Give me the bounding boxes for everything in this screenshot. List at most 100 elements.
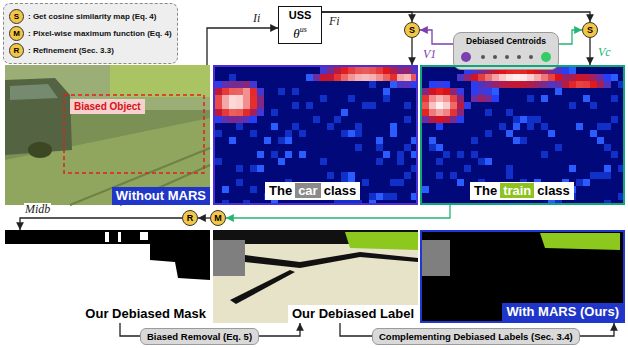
- heatmap-cell: [611, 102, 618, 109]
- connector: [20, 218, 182, 230]
- heatmap-cell: [583, 151, 590, 158]
- heatmap-cell: [492, 102, 499, 109]
- heatmap-cell: [411, 200, 416, 203]
- heatmap-cell: [457, 137, 464, 144]
- heatmap-cell: [320, 102, 327, 109]
- heatmap-cell: [383, 186, 390, 193]
- heatmap-cell: [243, 137, 250, 144]
- heatmap-cell: [285, 109, 292, 116]
- heatmap-cell: [562, 109, 569, 116]
- heatmap-cell: [299, 158, 306, 165]
- heatmap-cell: [236, 123, 243, 130]
- heatmap-cell: [397, 67, 404, 74]
- heatmap-cell: [278, 81, 285, 88]
- node-text: class: [537, 183, 570, 198]
- heatmap-cell: [250, 130, 257, 137]
- heatmap-cell: [471, 109, 478, 116]
- heatmap-cell: [390, 144, 397, 151]
- heatmap-cell: [404, 67, 411, 74]
- heatmap-cell: [576, 109, 583, 116]
- symbol-letter: S: [14, 12, 19, 21]
- heatmap-cell: [355, 67, 362, 74]
- heatmap-cell: [285, 116, 292, 123]
- heatmap-cell: [355, 151, 362, 158]
- heatmap-cell: [320, 67, 327, 74]
- heatmap-cell: [369, 116, 376, 123]
- heatmap-cell: [485, 151, 492, 158]
- heatmap-cell: [362, 102, 369, 109]
- heatmap-cell: [320, 95, 327, 102]
- heatmap-cell: [271, 102, 278, 109]
- heatmap-cell: [362, 123, 369, 130]
- legend-symbol: R: [9, 43, 24, 58]
- heatmap-cell: [499, 123, 506, 130]
- centroid-dot: [505, 55, 509, 59]
- heatmap-cell: [618, 158, 623, 165]
- heatmap-cell: [513, 81, 520, 88]
- heatmap-cell: [404, 186, 411, 193]
- heatmap-cell: [548, 137, 555, 144]
- heatmap-cell: [478, 88, 485, 95]
- heatmap-cell: [313, 123, 320, 130]
- heatmap-cell: [618, 109, 623, 116]
- heatmap-cell: [597, 109, 604, 116]
- heatmap-cell: [271, 172, 278, 179]
- heatmap-cell: [411, 186, 416, 193]
- heatmap-cell: [576, 151, 583, 158]
- heatmap-cell: [527, 95, 534, 102]
- heatmap-cell: [450, 95, 457, 102]
- heatmap-cell: [243, 200, 250, 203]
- node-text: car: [295, 183, 321, 198]
- heatmap-cell: [597, 179, 604, 186]
- heatmap-cell: [390, 95, 397, 102]
- heatmap-cell: [271, 116, 278, 123]
- node-text: θ: [293, 26, 299, 41]
- heatmap-cell: [376, 67, 383, 74]
- heatmap-cell: [390, 116, 397, 123]
- heatmap-cell: [443, 137, 450, 144]
- heatmap-cell: [485, 102, 492, 109]
- heatmap-cell: [506, 81, 513, 88]
- heatmap-cell: [422, 74, 429, 81]
- heatmap-cell: [534, 116, 541, 123]
- heatmap-cell: [390, 151, 397, 158]
- heatmap-cell: [513, 172, 520, 179]
- heatmap-cell: [541, 81, 548, 88]
- heatmap-cell: [250, 172, 257, 179]
- heatmap-cell: [411, 116, 416, 123]
- heatmap-cell: [604, 123, 611, 130]
- heatmap-cell: [541, 130, 548, 137]
- heatmap-cell: [618, 95, 623, 102]
- heatmap-cell: [299, 123, 306, 130]
- heatmap-cell: [306, 172, 313, 179]
- heatmap-cell: [562, 67, 569, 74]
- heatmap-cell: [250, 88, 257, 95]
- heatmap-cell: [397, 109, 404, 116]
- heatmap-cell: [250, 144, 257, 151]
- heatmap-cell: [383, 144, 390, 151]
- heatmap-cell: [611, 165, 618, 172]
- heatmap-cell: [369, 74, 376, 81]
- heatmap-cell: [264, 116, 271, 123]
- heatmap-cell: [534, 88, 541, 95]
- heatmap-cell: [611, 67, 618, 74]
- heatmap-cell: [450, 74, 457, 81]
- heatmap-cell: [376, 116, 383, 123]
- heatmap-cell: [390, 179, 397, 186]
- heatmap-cell: [471, 200, 478, 203]
- heatmap-cell: [306, 109, 313, 116]
- heatmap-cell: [369, 130, 376, 137]
- heatmap-cell: [450, 158, 457, 165]
- heatmap-cell: [334, 102, 341, 109]
- heatmap-cell: [404, 179, 411, 186]
- heatmap-cell: [215, 102, 222, 109]
- heatmap-cell: [513, 165, 520, 172]
- node-text: Complementing Debiased Labels (Sec. 3.4): [379, 331, 573, 342]
- heatmap-cell: [369, 109, 376, 116]
- heatmap-cell: [369, 67, 376, 74]
- heatmap-cell: [292, 144, 299, 151]
- heatmap-cell: [229, 88, 236, 95]
- image-panel: Without MARSBiased Object: [5, 65, 210, 205]
- heatmap-cell: [576, 74, 583, 81]
- heatmap-cell: [534, 172, 541, 179]
